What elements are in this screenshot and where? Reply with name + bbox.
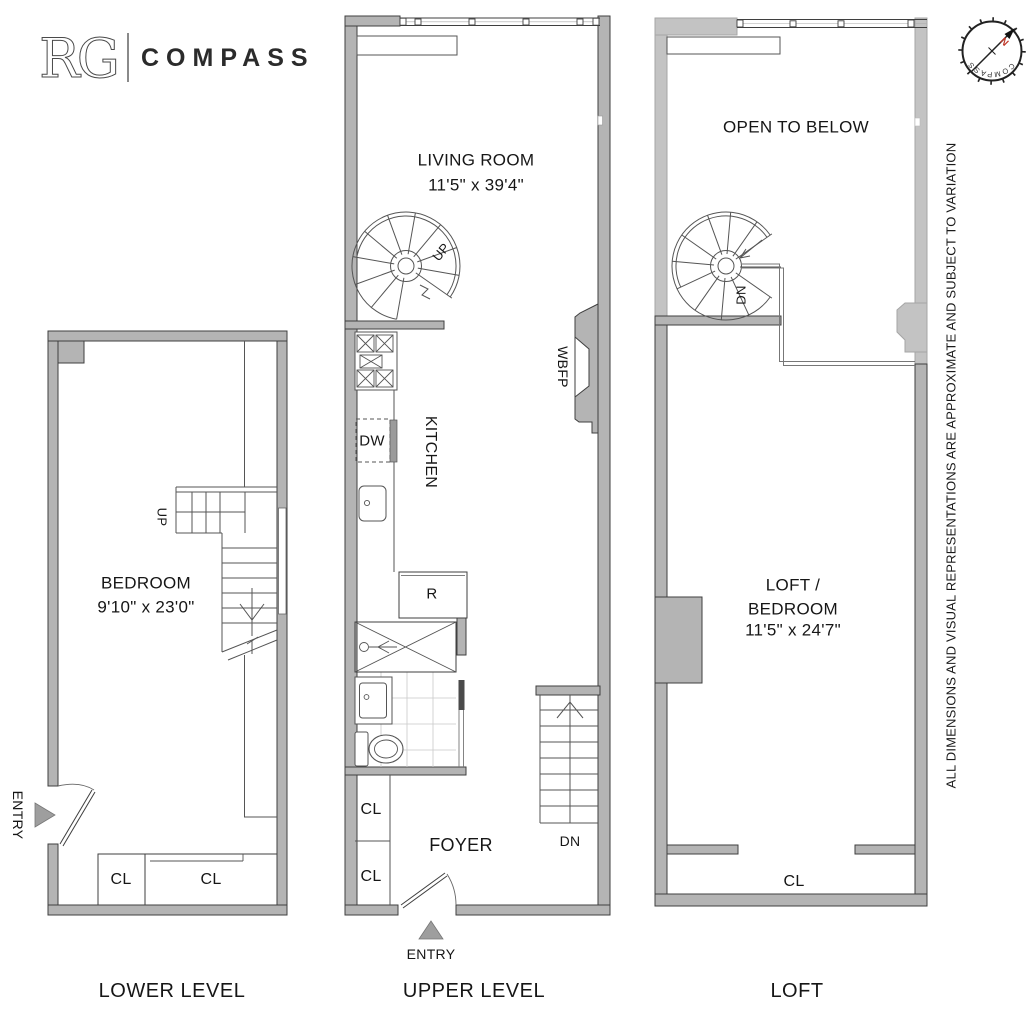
- upper-entry-label: ENTRY: [406, 946, 456, 962]
- brand-wordmark: COMPASS: [141, 44, 315, 72]
- loft-title: LOFT: [770, 980, 824, 1002]
- dishwasher-label: DW: [359, 432, 385, 450]
- compass-rose-icon: N COMPASS: [958, 17, 1026, 85]
- loft-name-line1: LOFT /: [765, 575, 821, 595]
- kitchen-label: KITCHEN: [422, 415, 439, 489]
- lower-closet-b-label: CL: [200, 871, 222, 888]
- loft-right-wall-notch: [914, 117, 921, 127]
- upper-level-plan: [344, 15, 611, 940]
- lower-entry-door: [57, 783, 96, 847]
- lower-up-label: UP: [154, 507, 170, 527]
- upper-entry-door: [400, 872, 457, 909]
- bathroom-pocket-door: [458, 680, 465, 710]
- lower-entry-arrow-icon: [34, 802, 56, 828]
- upper-level-title: UPPER LEVEL: [402, 980, 546, 1002]
- dishwasher-icon: [355, 418, 391, 463]
- living-room-dims: 11'5" x 39'4": [428, 175, 524, 195]
- upper-kitchen-fixtures: [354, 331, 468, 619]
- upper-builtin: [356, 35, 458, 56]
- loft-open-walls: [654, 17, 928, 365]
- refrigerator-label: R: [426, 585, 438, 603]
- upper-dn-label: DN: [559, 833, 581, 849]
- open-to-below-label: OPEN TO BELOW: [723, 117, 869, 137]
- compass-needle-head: [1004, 28, 1015, 39]
- monogram-text: RG: [39, 27, 117, 90]
- upper-fireplace-firebox: [574, 335, 590, 399]
- lower-level-plan: [34, 330, 288, 916]
- lower-staircase: [175, 486, 278, 661]
- loft-name-line2: BEDROOM: [748, 599, 838, 619]
- upper-closet-a-label: CL: [360, 801, 382, 818]
- foyer-closets: [355, 775, 391, 905]
- refrigerator-icon: [398, 571, 468, 619]
- lower-level-walls: [47, 330, 288, 916]
- compass-needle: [970, 30, 1013, 73]
- lower-closet-a-label: CL: [110, 871, 132, 888]
- disclaimer-text: ALL DIMENSIONS AND VISUAL REPRESENTATION…: [943, 142, 959, 789]
- upper-closet-b-label: CL: [360, 868, 382, 885]
- upper-entry-arrow-icon: [418, 920, 444, 940]
- shower-tub-icon: [354, 621, 457, 673]
- upper-level-walls: [344, 15, 611, 916]
- logo-divider: [127, 33, 129, 82]
- compass-ticks: [958, 17, 1026, 85]
- loft-closet-label: CL: [783, 873, 805, 890]
- loft-dims: 11'5" x 24'7": [745, 620, 841, 640]
- lower-level-title: LOWER LEVEL: [98, 980, 246, 1002]
- lower-closets: [97, 853, 278, 906]
- lower-closet-shelf-line: [150, 854, 244, 862]
- living-room-label: LIVING ROOM: [417, 150, 535, 170]
- wbfp-label: WBFP: [555, 346, 571, 388]
- lower-bedroom-dims: 9'10" x 23'0": [97, 597, 195, 617]
- upper-window-band: [399, 17, 600, 26]
- upper-spiral-staircase: [351, 211, 461, 320]
- loft-walls: [654, 315, 928, 907]
- lower-entry-label: ENTRY: [10, 790, 26, 840]
- bathroom-sink-icon: [359, 682, 387, 719]
- kitchen-sink-icon: [358, 485, 387, 522]
- loft-window-band: [736, 19, 927, 28]
- loft-railing: [742, 263, 915, 366]
- loft-builtin: [666, 36, 781, 55]
- toilet-icon: [354, 731, 404, 767]
- rg-monogram-logo: RG: [39, 27, 121, 91]
- upper-bathroom: [354, 621, 465, 767]
- upper-dn-staircase: [539, 695, 598, 824]
- foyer-label: FOYER: [429, 835, 493, 855]
- lower-bedroom-label: BEDROOM: [101, 573, 191, 593]
- upper-right-wall-notch: [597, 115, 603, 126]
- loft-plan: [654, 17, 928, 907]
- lower-right-window: [278, 507, 287, 615]
- loft-dn-label: DN: [733, 285, 749, 305]
- loft-spiral-staircase: [671, 211, 781, 321]
- lower-partition-line: [244, 341, 277, 818]
